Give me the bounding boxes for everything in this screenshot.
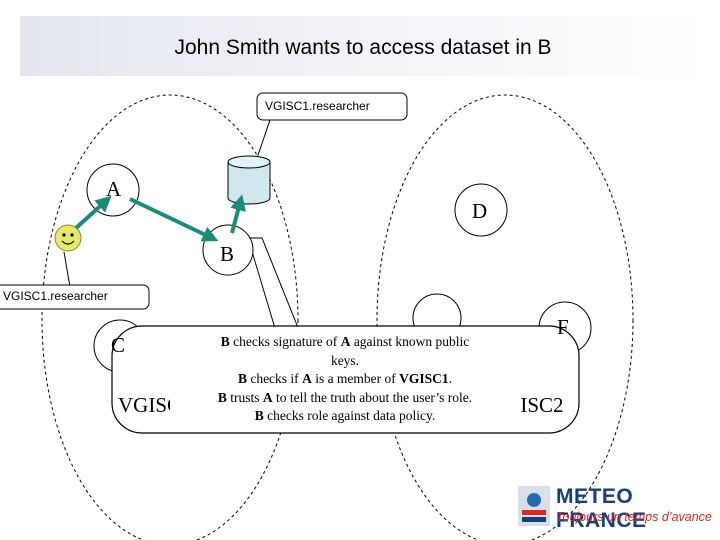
title-bar	[20, 16, 706, 76]
popup-line-1: B checks signature of A against known pu…	[220, 334, 470, 349]
role-callout-left-box	[0, 284, 150, 310]
logo-name: METEO FRANCE	[556, 485, 647, 532]
node-c-label: C	[111, 333, 126, 357]
node-d-label: D	[472, 199, 488, 223]
arrow-a-to-b	[129, 197, 219, 242]
role-label-top: VGISC1.researcher	[265, 99, 370, 113]
popup-text: B checks signature of A against known pu…	[180, 333, 510, 426]
arrow-b-to-database	[230, 194, 246, 234]
node-b-label: B	[220, 242, 235, 266]
popup-line-3: B checks if A is a member of VGISC1.	[237, 371, 453, 386]
node-a-label: A	[106, 177, 122, 201]
role-left-pointer	[63, 251, 71, 288]
role-label-left: VGISC1.researcher	[3, 289, 108, 303]
slide-title: John Smith wants to access dataset in B	[174, 36, 552, 59]
role-top-pointer	[256, 119, 271, 159]
popup-line-5: B checks role against data policy.	[254, 408, 436, 423]
role-callout-top-box	[256, 92, 408, 121]
domain-left-ellipse	[41, 94, 299, 540]
user-smiley-icon	[54, 224, 82, 252]
database-icon	[227, 155, 271, 205]
logo-tagline: Toujours un temps d’avance	[556, 510, 712, 524]
domain-right-ellipse	[376, 94, 634, 540]
node-d-circle	[454, 183, 508, 237]
popup-line-4: B trusts A to tell the truth about the u…	[217, 389, 473, 405]
node-f-label: F	[557, 315, 569, 339]
popup-line-2: keys.	[330, 352, 360, 368]
meteo-france-logo-icon	[518, 486, 550, 526]
arrow-user-to-a	[74, 195, 112, 230]
